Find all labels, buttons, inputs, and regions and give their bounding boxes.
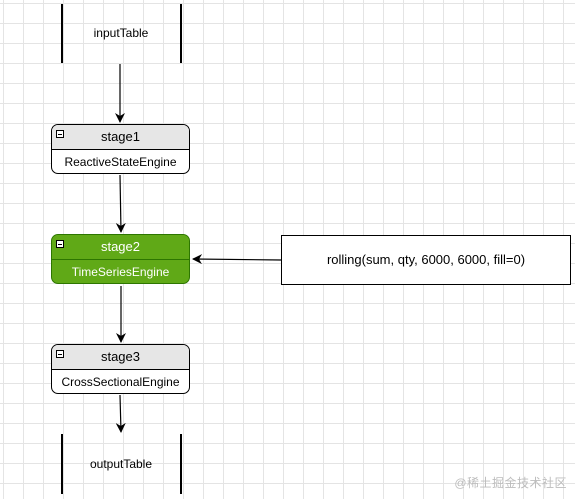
stage1-node[interactable]: stage1 ReactiveStateEngine	[51, 124, 190, 174]
input-table-right-bar	[180, 4, 182, 63]
stage1-engine: ReactiveStateEngine	[64, 155, 177, 169]
rolling-annotation-box[interactable]: rolling(sum, qty, 6000, 6000, fill=0)	[281, 235, 571, 285]
output-table-label: outputTable	[89, 457, 153, 471]
stage1-header: stage1	[52, 125, 189, 150]
stage1-title: stage1	[100, 129, 141, 144]
stage2-title: stage2	[100, 239, 141, 254]
output-table-right-bar	[180, 434, 182, 494]
stage2-header: stage2	[52, 235, 189, 260]
watermark: @稀土掘金技术社区	[454, 476, 567, 490]
arrow-annotation-to-stage2	[192, 254, 282, 265]
collapse-icon[interactable]	[56, 350, 64, 358]
arrow-stage1-to-stage2	[115, 174, 126, 233]
output-table-left-bar	[61, 434, 63, 494]
input-table-left-bar	[61, 4, 63, 63]
arrow-stage3-to-output	[115, 394, 126, 433]
stage2-engine: TimeSeriesEngine	[71, 265, 170, 279]
stage2-node[interactable]: stage2 TimeSeriesEngine	[51, 234, 190, 284]
stage3-header: stage3	[52, 345, 189, 370]
input-table-label: inputTable	[93, 26, 149, 40]
stage3-engine: CrossSectionalEngine	[61, 375, 180, 389]
collapse-icon[interactable]	[56, 240, 64, 248]
collapse-icon[interactable]	[56, 130, 64, 138]
stage3-node[interactable]: stage3 CrossSectionalEngine	[51, 344, 190, 394]
stage3-title: stage3	[100, 349, 141, 364]
